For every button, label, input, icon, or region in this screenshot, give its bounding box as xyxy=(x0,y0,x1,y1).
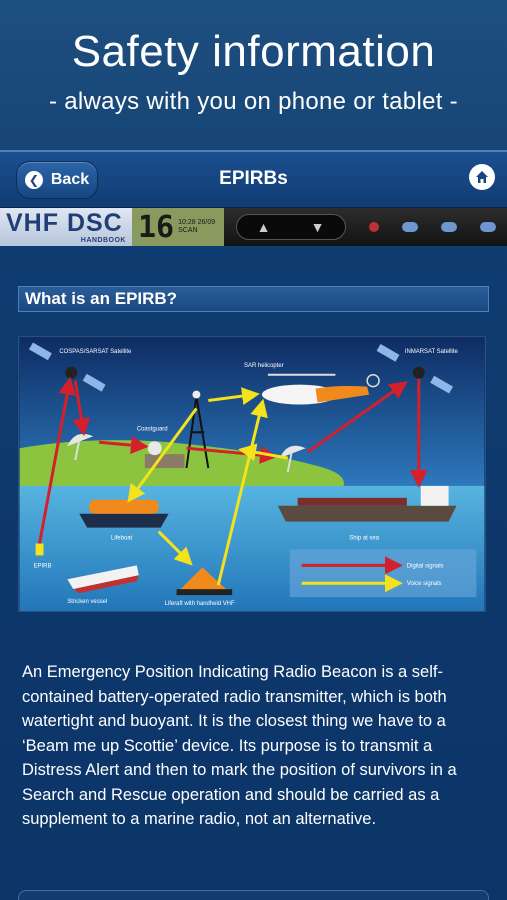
section-heading: What is an EPIRB? xyxy=(18,286,489,312)
arrow-down-icon: ▼ xyxy=(310,219,325,235)
radio-keypad: ▲ ▼ xyxy=(224,208,507,246)
home-button[interactable] xyxy=(469,164,495,190)
liferaft-icon xyxy=(176,567,233,596)
label-ship: Ship at sea xyxy=(349,536,379,542)
radio-rocker: ▲ ▼ xyxy=(235,214,346,240)
epirb-diagram: COSPAS/SARSAT Satellite INMARSAT Satelli… xyxy=(18,336,486,612)
legend-digital: Digital signals xyxy=(407,563,444,569)
satellite-dish-icon xyxy=(67,433,94,461)
digital-signal-arrow xyxy=(306,381,408,454)
satellite-dish-icon xyxy=(279,445,306,473)
promo-title: Safety information xyxy=(71,27,436,76)
logo-subtext: HANDBOOK xyxy=(80,237,126,244)
chevron-left-icon: ❮ xyxy=(24,171,43,189)
label-stricken: Stricken vessel xyxy=(67,599,107,605)
stricken-vessel-icon xyxy=(67,565,139,594)
promo-header: Safety information - always with you on … xyxy=(0,0,507,150)
cospas-satellite-icon xyxy=(28,342,106,392)
voice-signal-arrow xyxy=(238,443,289,462)
lcd-meta-line-1: 10:28 26/09 xyxy=(178,219,216,226)
voice-signal-arrow xyxy=(208,387,260,405)
lifeboat-icon xyxy=(79,499,169,528)
inmarsat-satellite-icon xyxy=(376,343,454,394)
label-lifeboat: Lifeboat xyxy=(111,536,132,542)
arrow-up-icon: ▲ xyxy=(256,219,271,235)
bottom-section-bar xyxy=(18,890,489,900)
back-button[interactable]: ❮ Back xyxy=(16,161,98,199)
ship-icon xyxy=(277,485,457,522)
label-inmarsat: INMARSAT Satellite xyxy=(405,349,459,355)
home-icon xyxy=(476,171,488,183)
radio-lcd: 16 10:28 26/09 SCAN xyxy=(132,208,224,246)
promo-subtitle: - always with you on phone or tablet - xyxy=(49,88,458,115)
voice-signal-arrow xyxy=(216,398,268,586)
label-sar: SAR helicopter xyxy=(244,363,284,369)
label-coastguard: Coastguard xyxy=(137,426,168,432)
legend-voice: Voice signals xyxy=(407,581,442,587)
digital-signal-arrow xyxy=(98,436,149,455)
distress-key-icon xyxy=(368,222,379,232)
navigation-bar: ❮ Back EPIRBs xyxy=(0,152,507,208)
digital-signal-arrow xyxy=(72,380,91,437)
diagram-legend: Digital signals Voice signals xyxy=(289,549,477,598)
helicopter-icon xyxy=(261,373,380,405)
page-title: EPIRBs xyxy=(219,168,288,189)
app-screen: ❮ Back EPIRBs VHF DSC HANDBOOK 16 10:28 … xyxy=(0,150,507,900)
radio-key-icon xyxy=(440,222,457,232)
label-liferaft: Liferaft with handheld VHF xyxy=(165,601,235,607)
logo-text: VHF DSC xyxy=(6,209,123,237)
radio-key-icon xyxy=(401,222,418,232)
article-paragraph: An Emergency Position Indicating Radio B… xyxy=(22,663,457,828)
epirb-beacon-icon xyxy=(35,543,44,556)
lcd-meta: 10:28 26/09 SCAN xyxy=(178,219,215,235)
back-button-label: Back xyxy=(50,171,90,188)
article-content: What is an EPIRB? xyxy=(0,286,507,832)
digital-signal-arrow xyxy=(38,376,76,544)
voice-signal-arrow xyxy=(127,407,198,503)
handbook-logo: VHF DSC HANDBOOK xyxy=(0,208,132,246)
voice-signal-arrow xyxy=(157,530,193,566)
label-epirb: EPIRB xyxy=(34,563,52,569)
digital-signal-arrow xyxy=(186,446,278,464)
handbook-banner: VHF DSC HANDBOOK 16 10:28 26/09 SCAN ▲ ▼ xyxy=(0,208,507,246)
label-cospas: COSPAS/SARSAT Satellite xyxy=(59,349,132,355)
lcd-meta-line-2: SCAN xyxy=(178,227,198,234)
radio-key-icon xyxy=(479,222,496,232)
lcd-channel: 16 xyxy=(138,209,175,245)
